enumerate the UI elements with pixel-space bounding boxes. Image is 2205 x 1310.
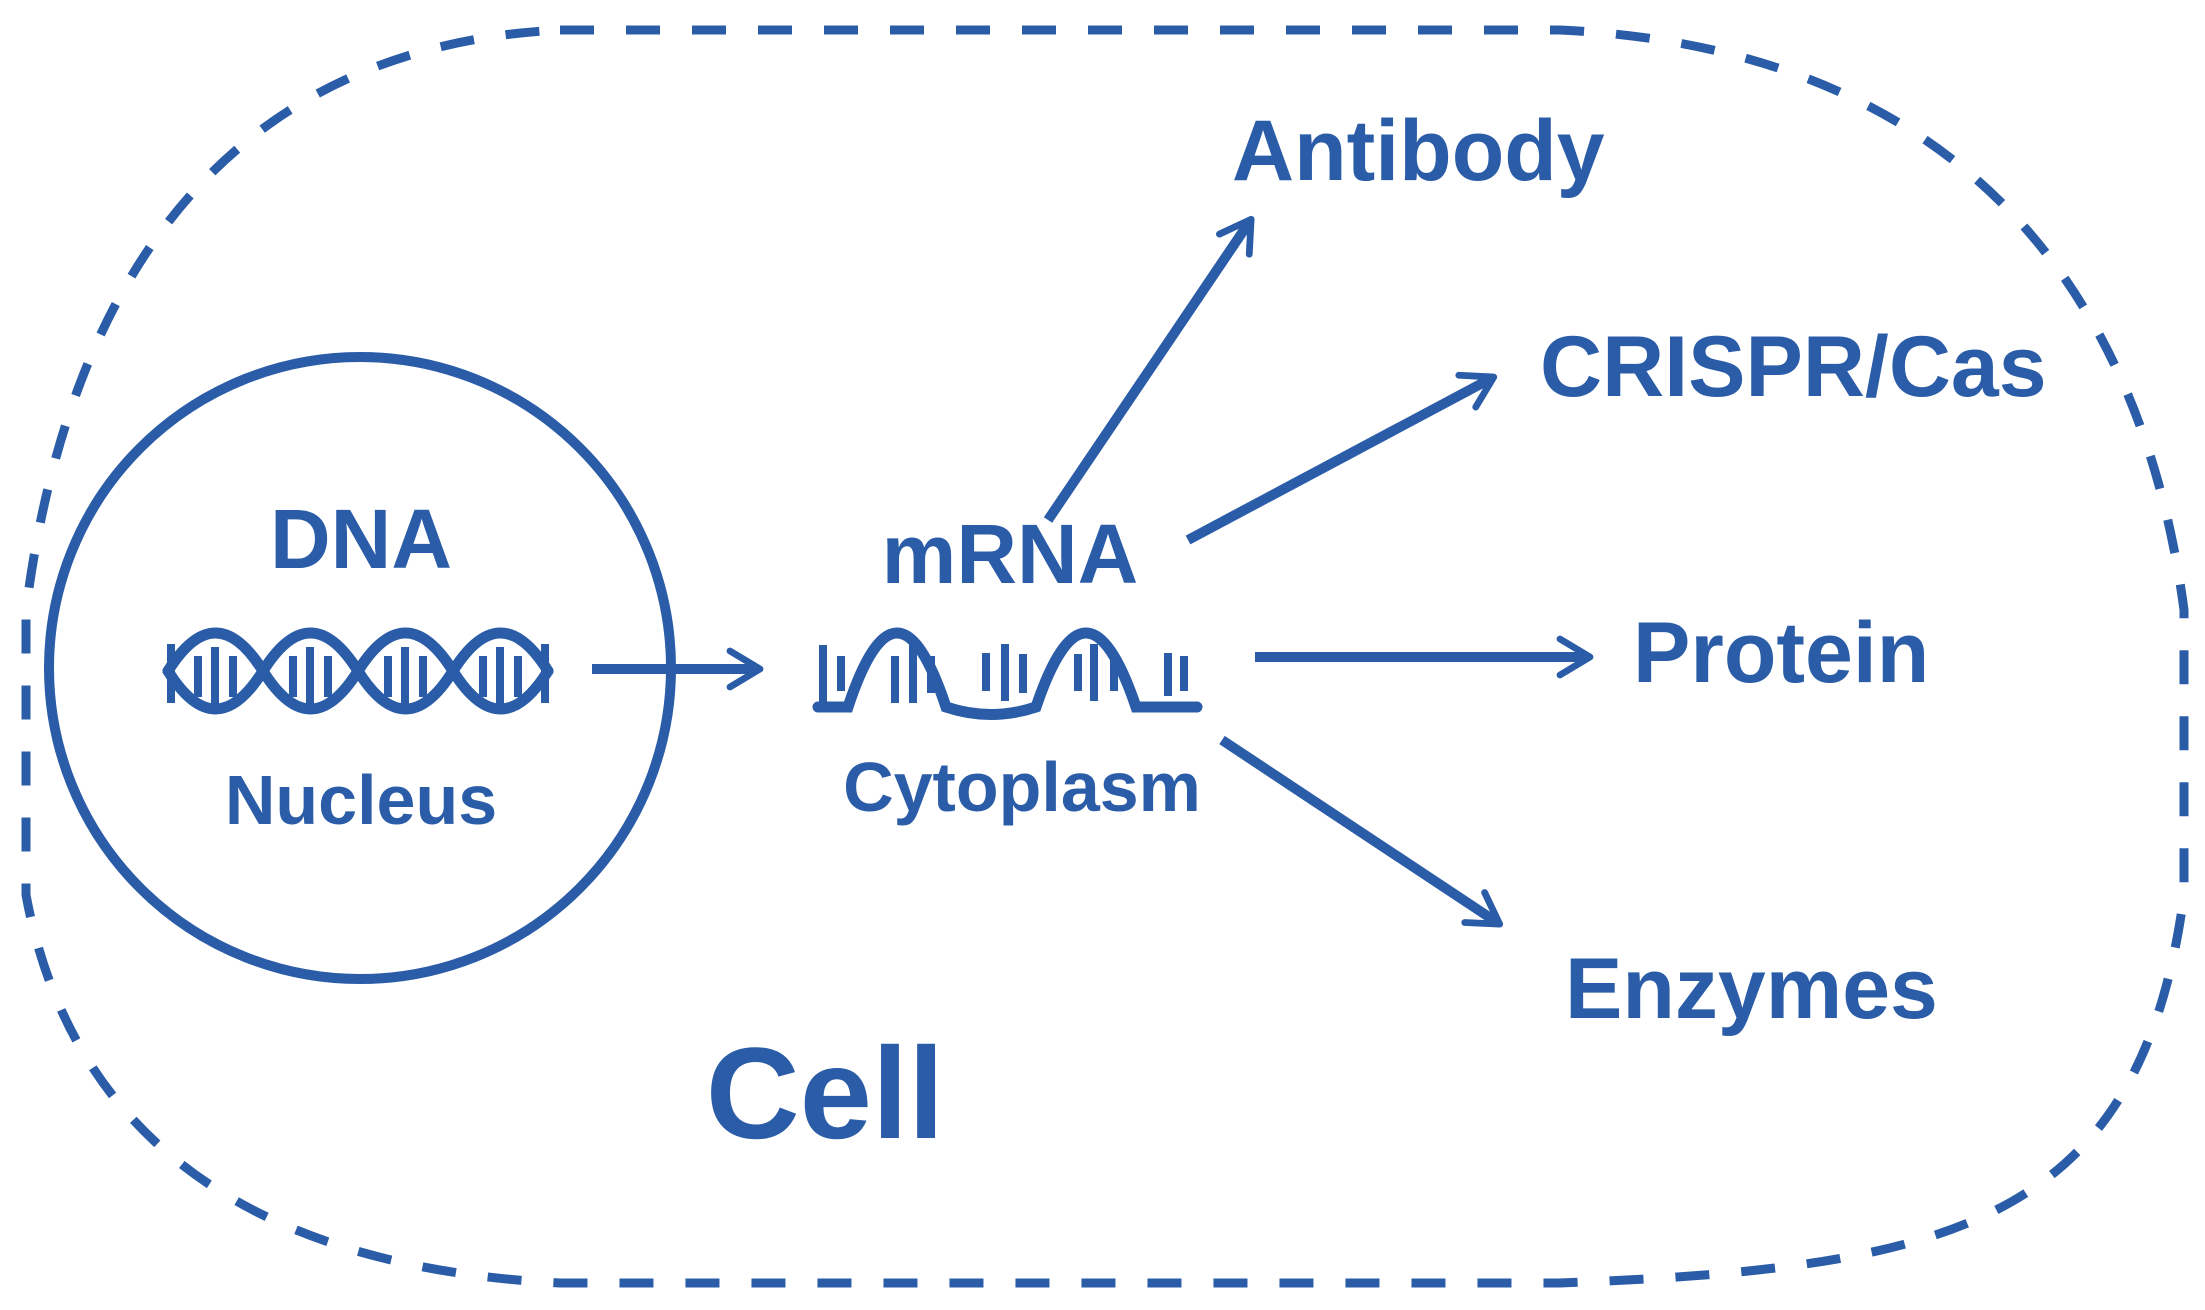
dna-double-helix-icon xyxy=(162,627,554,715)
mrna-strand-icon xyxy=(812,627,1203,720)
arrow-mrna-to-crispr xyxy=(1185,371,1498,545)
mrna-label: mRNA xyxy=(882,507,1139,601)
dna-strand-bottom xyxy=(162,627,554,715)
arrow-mrna-to-enzymes xyxy=(1219,735,1504,928)
cell-label: Cell xyxy=(706,1020,944,1166)
product-label-enzymes: Enzymes xyxy=(1565,941,1938,1037)
product-label-antibody: Antibody xyxy=(1232,103,1605,199)
nucleus-label: Nucleus xyxy=(225,761,497,839)
arrow-mrna-to-antibody xyxy=(1043,215,1255,523)
dna-base-pairs xyxy=(167,644,549,707)
product-label-protein: Protein xyxy=(1633,605,1929,701)
dna-label: DNA xyxy=(270,492,452,586)
mrna-bases xyxy=(819,644,1188,706)
cell-membrane-outline xyxy=(21,25,2189,1288)
product-label-crispr-cas: CRISPR/Cas xyxy=(1540,319,2047,415)
mrna-strand xyxy=(812,627,1203,720)
cytoplasm-label: Cytoplasm xyxy=(843,748,1201,826)
